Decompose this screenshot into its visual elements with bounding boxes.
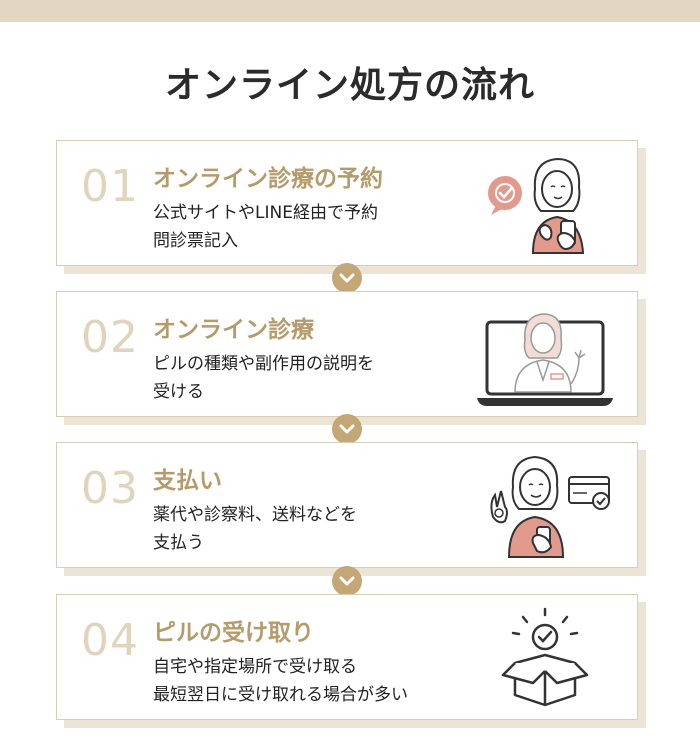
page-title: オンライン処方の流れ — [164, 65, 535, 106]
step-number: 01 — [81, 161, 139, 212]
step-number: 03 — [81, 463, 139, 514]
step-description-line: 問診票記入 — [153, 231, 238, 251]
step-1-chevron-down-icon — [332, 263, 362, 293]
doctor-on-laptop-icon — [475, 300, 615, 410]
step-description: 薬代や診察料、送料などを 支払う — [153, 501, 443, 557]
step-title: オンライン診療 — [153, 317, 314, 343]
woman-with-phone-icon — [475, 149, 615, 259]
step-description-line: 自宅や指定場所で受け取る — [153, 657, 357, 677]
step-description: ピルの種類や副作用の説明を 受ける — [153, 350, 443, 406]
step-4-card: 04 ピルの受け取り 自宅や指定場所で受け取る 最短翌日に受け取れる場合が多い — [56, 594, 638, 720]
step-title: ピルの受け取り — [153, 620, 314, 646]
step-title: オンライン診療の予約 — [153, 166, 383, 192]
step-description-line: 最短翌日に受け取れる場合が多い — [153, 685, 408, 705]
step-description-line: 薬代や診察料、送料などを — [153, 505, 357, 525]
step-number: 04 — [81, 615, 139, 666]
step-description: 自宅や指定場所で受け取る 最短翌日に受け取れる場合が多い — [153, 653, 443, 709]
step-1-card: 01 オンライン診療の予約 公式サイトやLINE経由で予約 問診票記入 — [56, 140, 638, 266]
step-2-chevron-down-icon — [332, 414, 362, 444]
step-description-line: ピルの種類や副作用の説明を — [153, 354, 374, 374]
step-description-line: 受ける — [153, 382, 204, 402]
top-decorative-band — [0, 0, 700, 22]
step-2-card: 02 オンライン診療 ピルの種類や副作用の説明を 受ける — [56, 291, 638, 417]
woman-ok-payment-icon — [475, 451, 615, 561]
step-number: 02 — [81, 312, 139, 363]
step-description-line: 公式サイトやLINE経由で予約 — [153, 203, 378, 223]
step-description: 公式サイトやLINE経由で予約 問診票記入 — [153, 199, 443, 255]
step-3-card: 03 支払い 薬代や診察料、送料などを 支払う — [56, 442, 638, 568]
box-check-icon — [475, 603, 615, 713]
step-title: 支払い — [153, 468, 222, 494]
step-3-chevron-down-icon — [332, 566, 362, 596]
step-description-line: 支払う — [153, 533, 204, 553]
